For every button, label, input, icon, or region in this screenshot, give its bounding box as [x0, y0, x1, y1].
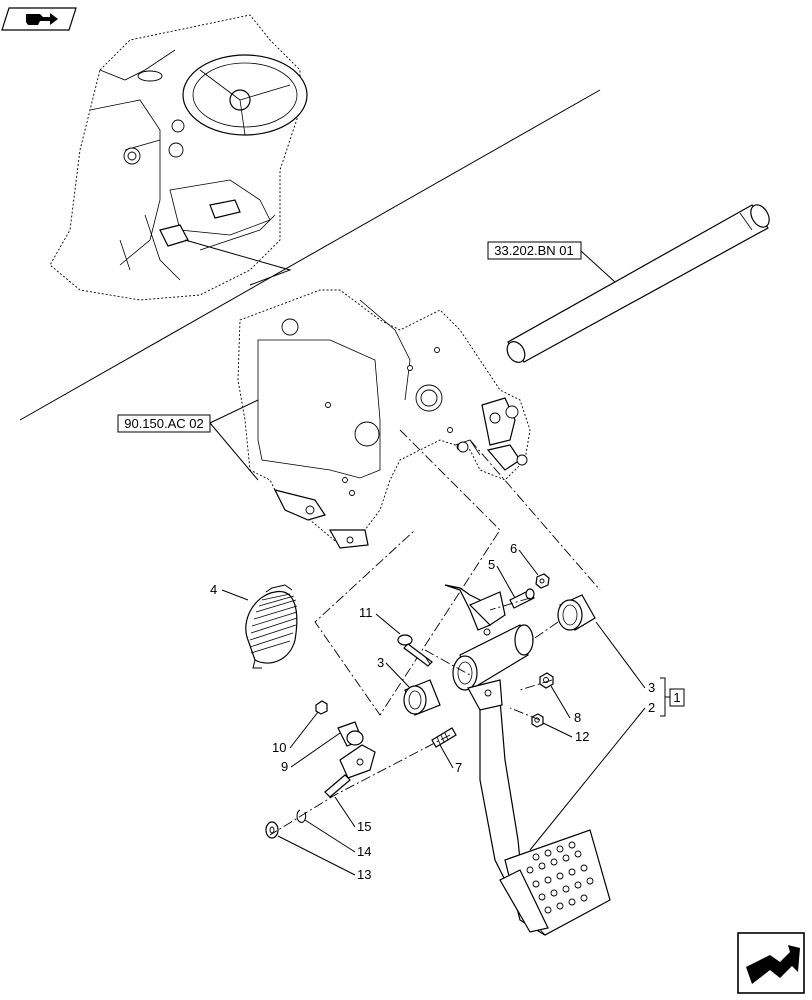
leader-9 [290, 732, 341, 768]
callout-13[interactable]: 13 [357, 867, 371, 882]
bolt-11 [397, 634, 433, 667]
pedal-pad-holes [526, 841, 594, 914]
clevis-15 [324, 744, 376, 798]
bushing-lower [403, 679, 441, 716]
leader-7 [439, 744, 454, 769]
pipe-ref-label[interactable]: 33.202.BN 01 [494, 243, 574, 258]
nut-8 [539, 672, 554, 689]
assembly-ref-label[interactable]: 1 [673, 690, 680, 705]
pedal-hub [444, 584, 534, 711]
callout-7[interactable]: 7 [455, 760, 462, 775]
pipe-ref-box[interactable] [487, 241, 582, 260]
assembly-boundary [314, 429, 501, 716]
callout-6[interactable]: 6 [510, 541, 517, 556]
callout-2[interactable]: 2 [648, 700, 655, 715]
leader-13 [277, 835, 356, 876]
assembly-brace [660, 677, 670, 717]
inset-divider-line [19, 89, 601, 421]
callout-3b[interactable]: 3 [648, 680, 655, 695]
leader-8 [550, 685, 571, 719]
bushing-upper [557, 594, 596, 631]
axis-lines [424, 597, 559, 721]
page-forward-icon[interactable] [1, 7, 77, 31]
leader-6 [518, 549, 539, 576]
leader-4 [221, 589, 249, 601]
assembly-ref-box[interactable] [669, 688, 685, 707]
pipe-ref-leader [580, 250, 616, 283]
callout-3a[interactable]: 3 [377, 655, 384, 670]
leader-14 [304, 819, 356, 853]
callout-11[interactable]: 11 [359, 605, 373, 620]
bolt-5 [509, 588, 535, 609]
nut-10 [315, 700, 328, 715]
inset-leader-line [184, 239, 292, 286]
callout-10[interactable]: 10 [272, 740, 286, 755]
callout-9[interactable]: 9 [281, 759, 288, 774]
callout-4[interactable]: 4 [210, 582, 217, 597]
callout-12[interactable]: 12 [575, 729, 589, 744]
pipe-tube [506, 204, 770, 363]
clip-14 [296, 809, 307, 823]
assembly-boundary-2 [469, 439, 601, 591]
next-page-arrow-icon[interactable] [737, 932, 805, 994]
leader-15 [334, 796, 356, 828]
cap-9 [337, 721, 364, 747]
stud-7 [431, 727, 457, 748]
leader-11 [375, 613, 401, 635]
frame-ref-label[interactable]: 90.150.AC 02 [124, 416, 204, 431]
nut-12 [531, 713, 544, 728]
frame-ref-leader [209, 399, 259, 481]
callout-15[interactable]: 15 [357, 819, 371, 834]
axis-line-lower [269, 734, 451, 836]
washer-13 [265, 821, 279, 839]
callout-14[interactable]: 14 [357, 844, 371, 859]
callout-8[interactable]: 8 [574, 710, 581, 725]
leader-12 [542, 722, 573, 738]
return-spring [245, 584, 298, 669]
pedal-support-frame [237, 289, 531, 549]
tractor-cab-inset [49, 14, 308, 301]
brake-pedal-arm [479, 699, 611, 936]
leader-2-3 [529, 621, 646, 851]
leader-5 [496, 565, 516, 599]
leader-3a [385, 662, 411, 689]
nut-6 [535, 573, 550, 589]
callout-5[interactable]: 5 [488, 557, 495, 572]
leader-10 [289, 711, 319, 749]
